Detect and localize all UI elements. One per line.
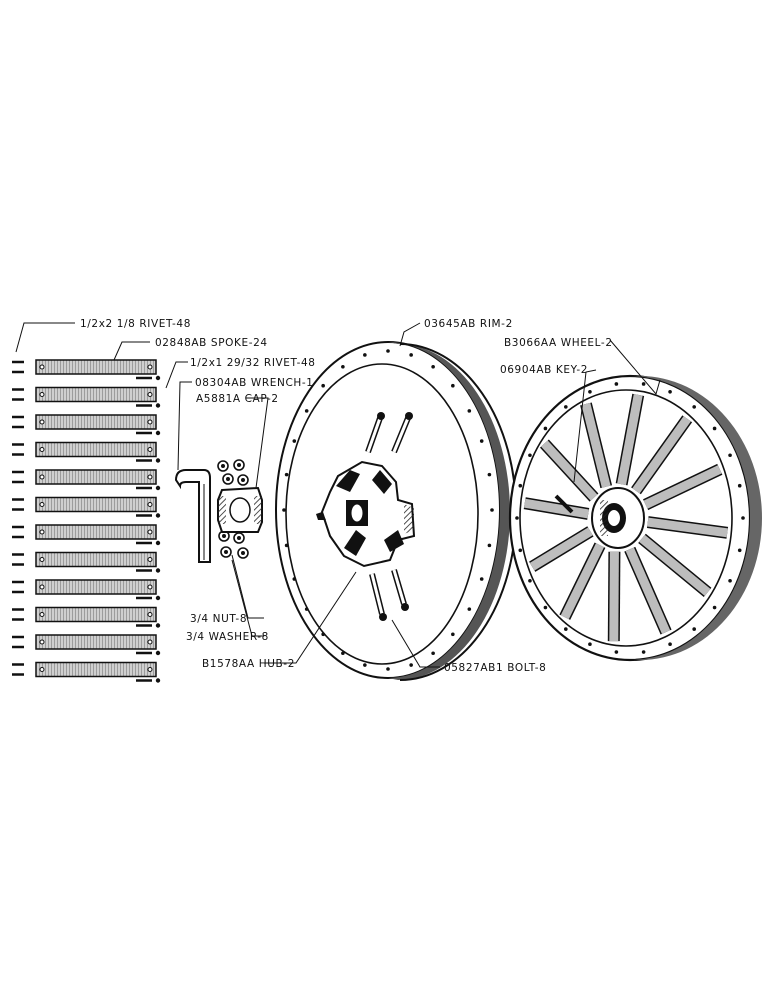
rim-hole — [292, 577, 297, 581]
wheel-hole — [712, 605, 717, 610]
wheel-hole — [588, 389, 592, 394]
wheel-hole — [528, 578, 532, 583]
label-nut: 3/4 NUT-8 — [190, 613, 247, 625]
rim-hole — [363, 663, 367, 667]
rim-hole — [431, 364, 435, 369]
rim-hole — [409, 663, 413, 667]
rim-hole — [487, 472, 492, 477]
spoke-bar — [12, 469, 161, 491]
label-rim: 03645AB RIM-2 — [424, 318, 513, 330]
wheel-hole — [518, 483, 523, 488]
spoke-stack — [12, 359, 161, 683]
label-spoke: 02848AB SPOKE-24 — [155, 337, 268, 349]
spoke-bar — [12, 634, 161, 656]
leader-lines — [15, 322, 661, 668]
hub-drawing — [316, 460, 416, 568]
rim-hole — [451, 383, 455, 388]
rim-hole — [479, 439, 484, 443]
rim-hole — [341, 651, 345, 656]
label-rivet-small: 1/2x2 1/8 RIVET-48 — [80, 318, 191, 330]
wheel-hole — [641, 650, 646, 654]
rim-hole — [487, 543, 492, 548]
spoke-bar — [12, 441, 161, 463]
wheel-hole — [737, 483, 742, 488]
rim-hole — [321, 632, 325, 637]
rim-hole — [467, 409, 472, 413]
wheel-hole — [543, 426, 548, 431]
rim-hole — [321, 383, 325, 388]
wheel-hole — [564, 627, 568, 631]
rim-hole — [490, 508, 494, 512]
wheel-rim-holes — [515, 382, 745, 654]
label-cap: A5881A CAP-2 — [196, 393, 279, 405]
rim-hole — [304, 607, 309, 611]
rim-hole — [386, 349, 390, 353]
rim-hole — [363, 353, 367, 357]
callouts: 1/2x2 1/8 RIVET-48 02848AB SPOKE-24 1/2x… — [80, 318, 613, 674]
label-rivet-large: 1/2x1 29/32 RIVET-48 — [190, 357, 316, 369]
spoke-bar — [12, 386, 161, 408]
label-wrench: 08304AB WRENCH-1 — [195, 377, 314, 389]
spoke-bar — [12, 579, 161, 601]
rim-hole — [467, 607, 472, 611]
wheel-hole — [741, 516, 745, 520]
wheel-hole — [692, 405, 696, 409]
wheel-hole — [515, 516, 519, 520]
spoke-bar — [12, 551, 161, 573]
rim-hole — [292, 439, 297, 443]
rim-hole — [386, 667, 390, 671]
rim-bolt-holes — [282, 349, 494, 671]
rim-hole — [304, 409, 309, 413]
wheel-spokes — [523, 393, 729, 642]
wrench-drawing — [174, 469, 211, 563]
wheel-hole — [668, 389, 672, 394]
wheel-hole — [528, 453, 532, 458]
wheel-hole — [641, 382, 646, 386]
rim-hole — [409, 353, 413, 357]
spoke-bar — [12, 606, 161, 628]
spoke-bar — [12, 496, 161, 518]
wheel-hole — [712, 426, 717, 431]
spoke-bar — [12, 359, 161, 381]
spoke-bar — [12, 414, 161, 436]
cap-drawing — [217, 486, 263, 533]
rim-hole — [479, 577, 484, 581]
bolts — [365, 412, 413, 621]
rim-hole — [284, 472, 289, 477]
label-key: 06904AB KEY-2 — [500, 364, 588, 376]
wheel-hole — [668, 642, 672, 647]
rim-hole — [451, 632, 455, 637]
spoke-bar — [12, 661, 161, 683]
wheel-hole — [564, 405, 568, 409]
wheel-hole — [518, 548, 523, 553]
wheel-hole — [588, 642, 592, 647]
label-washer: 3/4 WASHER-8 — [186, 631, 269, 643]
label-hub: B1578AA HUB-2 — [202, 658, 295, 670]
rim-hole — [341, 364, 345, 369]
wheel-hole — [728, 453, 732, 458]
rim-hole — [284, 543, 289, 548]
nut-set — [217, 459, 249, 559]
wheel-hole — [692, 627, 696, 631]
wheel-hole — [728, 578, 732, 583]
spoke-bar — [12, 524, 161, 546]
label-wheel: B3066AA WHEEL-2 — [504, 337, 613, 349]
wheel-hole — [543, 605, 548, 610]
wheel-hole — [737, 548, 742, 553]
wheel-hole — [614, 650, 619, 654]
rim-hole — [431, 651, 435, 656]
wheel-hole — [614, 382, 619, 386]
wheel-drawing — [508, 374, 762, 662]
label-bolt: 05827AB1 BOLT-8 — [444, 662, 546, 674]
rim-hole — [282, 508, 286, 512]
